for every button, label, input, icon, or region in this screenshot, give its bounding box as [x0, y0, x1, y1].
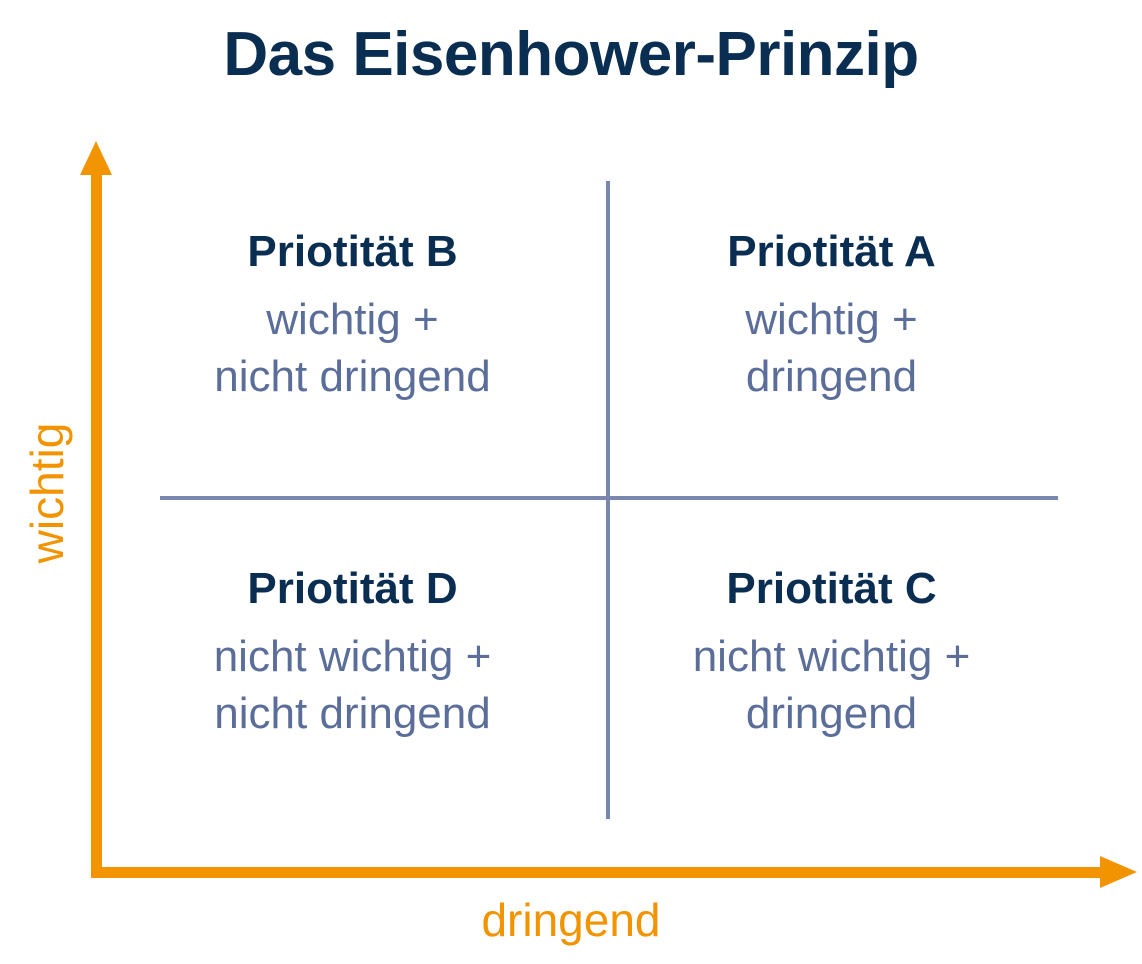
quadrant-priority-d[interactable]: Priotität D nicht wichtig + nicht dringe… [113, 503, 592, 816]
x-axis-line [91, 867, 1103, 878]
quadrant-label: Priotität C [726, 564, 937, 613]
page-title: Das Eisenhower-Prinzip [223, 20, 919, 89]
quadrant-description: nicht wichtig + dringend [693, 629, 971, 742]
quadrant-divider-horizontal [160, 496, 1058, 500]
quadrant-description: wichtig + dringend [745, 292, 917, 405]
quadrant-description: wichtig + nicht dringend [214, 292, 490, 405]
quadrant-priority-a[interactable]: Priotität A wichtig + dringend [592, 190, 1071, 503]
y-axis-label: wichtig [21, 422, 73, 564]
quadrant-criteria-line: wichtig + [266, 295, 439, 345]
quadrant-divider-vertical [606, 181, 610, 819]
y-axis-arrowhead-icon [80, 141, 112, 175]
quadrant-criteria-line: wichtig + [745, 295, 918, 345]
quadrant-criteria-line: nicht dringend [214, 688, 491, 738]
y-axis-line [91, 172, 102, 874]
quadrant-priority-b[interactable]: Priotität B wichtig + nicht dringend [113, 190, 592, 503]
quadrant-label: Priotität A [727, 227, 936, 276]
quadrant-label: Priotität D [247, 564, 458, 613]
quadrant-criteria-line: nicht dringend [214, 351, 491, 401]
x-axis-arrowhead-icon [1100, 856, 1137, 888]
quadrant-grid: Priotität B wichtig + nicht dringend Pri… [113, 190, 1071, 816]
quadrant-priority-c[interactable]: Priotität C nicht wichtig + dringend [592, 503, 1071, 816]
x-axis-label: dringend [481, 894, 661, 946]
quadrant-description: nicht wichtig + nicht dringend [214, 629, 492, 742]
quadrant-criteria-line: nicht wichtig + [692, 632, 971, 682]
quadrant-criteria-line: nicht wichtig + [213, 632, 492, 682]
quadrant-criteria-line: dringend [745, 688, 918, 738]
quadrant-label: Priotität B [247, 227, 458, 276]
quadrant-criteria-line: dringend [745, 351, 918, 401]
